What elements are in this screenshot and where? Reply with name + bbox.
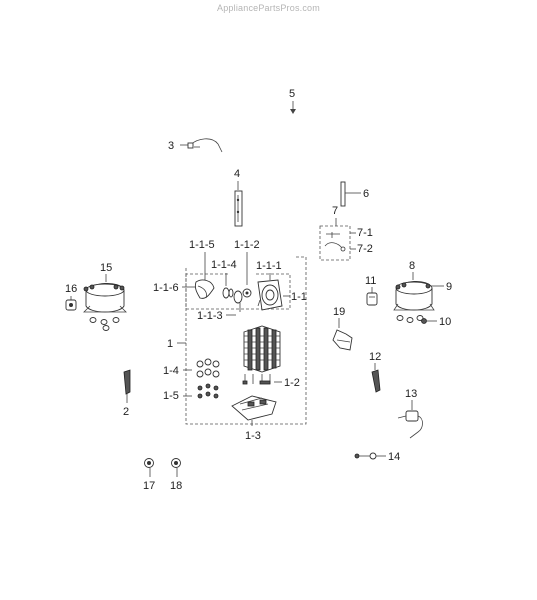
label-8: 8	[409, 260, 415, 272]
label-17: 17	[143, 480, 155, 492]
label-13: 13	[405, 388, 417, 400]
part-13	[397, 400, 423, 439]
part-1-1-3	[226, 290, 243, 316]
label-7-2: 7-2	[357, 243, 373, 255]
label-4: 4	[234, 168, 240, 180]
label-11: 11	[365, 275, 376, 287]
part-16	[65, 296, 77, 311]
part-2	[123, 369, 131, 403]
label-12: 12	[369, 351, 381, 363]
part-1-3-bracket	[231, 395, 277, 426]
part-7	[319, 218, 356, 261]
part-3	[180, 138, 223, 153]
label-5: 5	[289, 88, 295, 100]
label-16: 16	[65, 283, 77, 295]
label-1-1-4: 1-1-4	[211, 259, 237, 271]
label-7-1: 7-1	[357, 227, 373, 239]
part-8-compressor	[393, 272, 435, 323]
part-10	[421, 318, 437, 324]
label-10: 10	[439, 316, 451, 328]
part-1-5-screws	[183, 383, 219, 399]
label-6: 6	[363, 188, 369, 200]
part-18	[171, 458, 181, 477]
part-1-4-grommets	[183, 358, 220, 378]
part-1-assembly-box	[177, 256, 307, 425]
part-17	[144, 458, 154, 477]
part-1-1-2-nut	[242, 252, 252, 298]
part-1-1-subbox	[185, 273, 291, 310]
label-1-1-6: 1-1-6	[153, 282, 179, 294]
watermark: AppliancePartsPros.com	[217, 3, 320, 13]
label-18: 18	[170, 480, 182, 492]
label-15: 15	[100, 262, 112, 274]
part-1-1-4-washer	[222, 273, 234, 299]
part-19	[332, 318, 353, 351]
label-1-1-2: 1-1-2	[234, 239, 260, 251]
part-6	[340, 181, 361, 207]
part-11	[366, 287, 378, 306]
label-7: 7	[332, 205, 338, 217]
label-14: 14	[388, 451, 400, 463]
label-1-5: 1-5	[163, 390, 179, 402]
part-14	[354, 452, 386, 460]
label-9: 9	[446, 281, 452, 293]
label-3: 3	[168, 140, 174, 152]
label-1-1-1: 1-1-1	[256, 260, 282, 272]
label-1-1: 1-1	[291, 291, 307, 303]
part-1-1-1-fan-motor	[257, 273, 283, 311]
label-19: 19	[333, 306, 345, 318]
label-1: 1	[167, 338, 173, 350]
label-1-3: 1-3	[245, 430, 261, 442]
part-15-compressor	[83, 274, 127, 331]
label-1-2: 1-2	[284, 377, 300, 389]
part-4	[234, 181, 243, 227]
part-1-2-fasteners	[242, 374, 282, 385]
label-2: 2	[123, 406, 129, 418]
part-5	[290, 101, 296, 114]
label-1-1-5: 1-1-5	[189, 239, 215, 251]
part-1-evaporator-block	[243, 325, 281, 373]
part-1-1-5-fan-blade	[194, 252, 215, 299]
label-1-4: 1-4	[163, 365, 179, 377]
part-12	[371, 363, 381, 393]
label-1-1-3: 1-1-3	[197, 310, 223, 322]
